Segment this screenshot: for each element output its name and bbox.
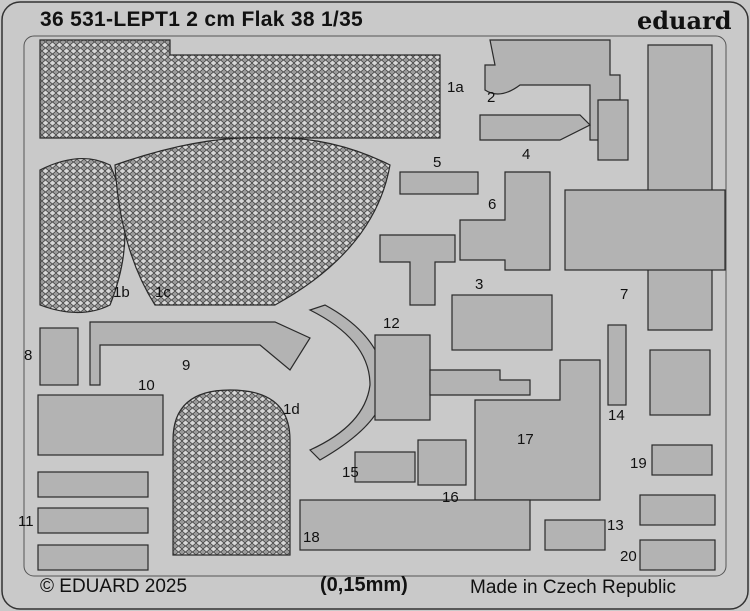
part-1d (172, 389, 291, 556)
part-14 (607, 324, 627, 406)
fret-title: 36 531-LEPT1 2 cm Flak 38 1/35 (40, 8, 364, 31)
part-label-13: 13 (607, 517, 624, 534)
part-1c (114, 137, 391, 306)
part-11b (37, 507, 149, 534)
part-7 (647, 44, 713, 331)
part-label-9: 9 (182, 357, 191, 374)
part-label-16: 16 (442, 489, 459, 506)
part-label-1a: 1a (447, 79, 464, 96)
part-11a (37, 471, 149, 498)
part-18 (299, 499, 531, 551)
part-label-20: 20 (620, 548, 637, 565)
part-label-19: 19 (630, 455, 647, 472)
part-7b (564, 189, 726, 271)
part-label-4: 4 (522, 146, 531, 163)
part-7c (649, 349, 711, 416)
part-label-15: 15 (342, 464, 359, 481)
part-label-7: 7 (620, 286, 629, 303)
part-10 (37, 394, 164, 456)
part-5 (399, 171, 479, 195)
part-label-2: 2 (487, 89, 496, 106)
part-20b (639, 539, 716, 571)
part-12 (308, 304, 386, 461)
part-12c (429, 369, 531, 396)
part-15 (354, 451, 416, 483)
part-20a (639, 494, 716, 526)
part-9 (89, 321, 311, 386)
part-6 (459, 171, 551, 271)
part-label-11: 11 (18, 513, 34, 530)
part-2 (484, 39, 621, 141)
part-1b (39, 157, 126, 314)
part-19 (651, 444, 713, 476)
part-3 (451, 294, 553, 351)
part-label-1c: 1c (155, 284, 171, 301)
part-label-3: 3 (475, 276, 484, 293)
fret-inner-frame (23, 35, 727, 577)
part-label-10: 10 (138, 377, 155, 394)
part-label-12: 12 (383, 315, 400, 332)
part-8 (39, 327, 79, 386)
part-4b (597, 99, 629, 161)
part-label-8: 8 (24, 347, 33, 364)
copyright-text: © EDUARD 2025 (40, 576, 188, 597)
part-4 (479, 114, 592, 141)
part-label-18: 18 (303, 529, 320, 546)
part-1a (39, 39, 441, 139)
thickness-label: (0,15mm) (320, 574, 408, 596)
part-label-5: 5 (433, 154, 442, 171)
brand-logo: eduard (637, 6, 732, 35)
part-11c (37, 544, 149, 571)
origin-text: Made in Czech Republic (470, 577, 676, 598)
part-label-14: 14 (608, 407, 625, 424)
part-16 (417, 439, 467, 486)
part-label-1b: 1b (113, 284, 130, 301)
part-label-6: 6 (488, 196, 497, 213)
part-6b (379, 234, 456, 306)
part-label-1d: 1d (283, 401, 300, 418)
part-12b (374, 334, 431, 421)
part-13 (544, 519, 606, 551)
part-label-17: 17 (517, 431, 534, 448)
